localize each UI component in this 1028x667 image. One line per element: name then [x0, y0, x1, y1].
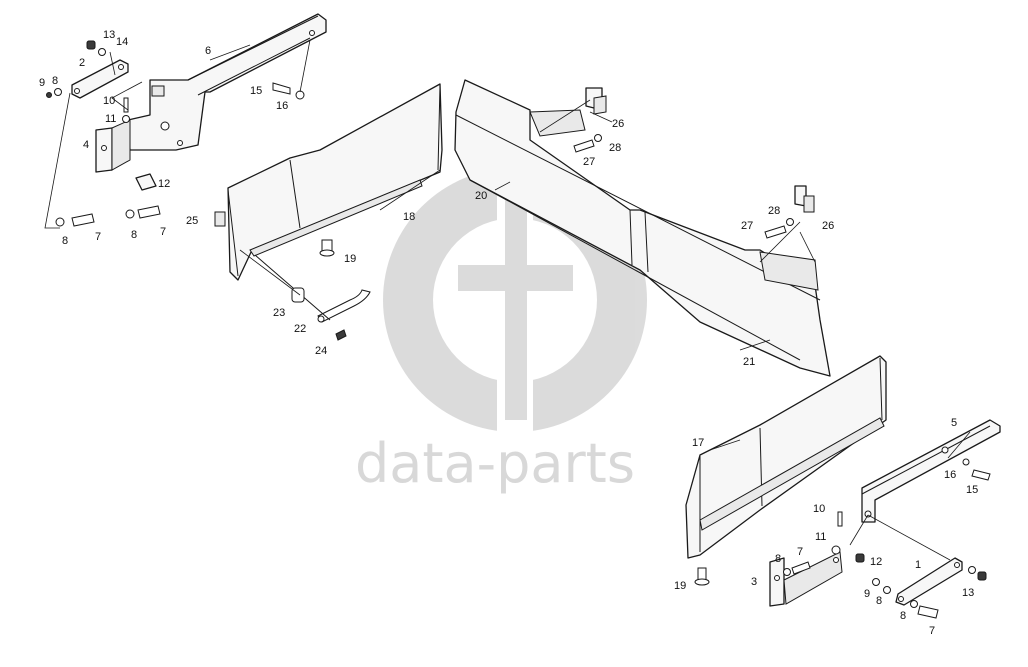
part-22-23-24-hose	[254, 254, 371, 341]
callout-25: 25	[186, 215, 198, 227]
callout-7-left-a: 7	[95, 231, 101, 243]
watermark-text: data-parts	[355, 432, 635, 495]
callout-11-right: 11	[815, 531, 826, 543]
callout-28-right: 28	[768, 205, 780, 217]
callout-15-top: 15	[250, 85, 262, 97]
callout-12-right: 12	[870, 556, 882, 568]
callout-19-right: 19	[674, 580, 686, 592]
callout-19-left: 19	[344, 253, 356, 265]
part-20-21-panel	[454, 79, 831, 377]
callout-27-right: 27	[741, 220, 753, 232]
part-6-bracket	[127, 13, 327, 151]
callout-7-left-b: 7	[160, 226, 166, 238]
callout-8-right-b: 8	[900, 610, 906, 622]
callout-3: 3	[751, 576, 757, 588]
callout-26-top: 26	[612, 118, 624, 130]
callout-8-left-b: 8	[131, 229, 137, 241]
callout-9-top-left: 9	[39, 77, 45, 89]
callout-21: 21	[743, 356, 755, 368]
callout-24: 24	[315, 345, 327, 357]
callout-16-right: 16	[944, 469, 956, 481]
callout-18: 18	[403, 211, 415, 223]
callout-4: 4	[83, 139, 89, 151]
part-3-bracket	[769, 551, 843, 607]
callout-17: 17	[692, 437, 704, 449]
hardware-group	[46, 40, 991, 619]
callout-16-top: 16	[276, 100, 288, 112]
callout-7-right: 7	[929, 625, 935, 637]
leader-lines	[44, 39, 971, 561]
callout-15-right: 15	[966, 484, 978, 496]
part-1-bar	[895, 557, 963, 606]
callout-10-right: 10	[813, 503, 825, 515]
callout-13-top-left: 13	[103, 29, 115, 41]
callout-12-top: 12	[158, 178, 170, 190]
callout-7-lower: 7	[797, 546, 803, 558]
callout-8-right-a: 8	[876, 595, 882, 607]
callout-8-top-left: 8	[52, 75, 58, 87]
callout-1: 1	[915, 559, 921, 571]
callout-22: 22	[294, 323, 306, 335]
callout-labels: 13 14 6 2 9 8 15 16 10 11 4 12 8 7 8 7 2…	[39, 29, 978, 637]
callout-20: 20	[475, 190, 487, 202]
callout-8-lower: 8	[775, 553, 781, 565]
callout-14: 14	[116, 36, 128, 48]
part-18-panel	[214, 83, 443, 281]
callout-8-left-a: 8	[62, 235, 68, 247]
callout-10-top: 10	[103, 95, 115, 107]
callout-26-right: 26	[822, 220, 834, 232]
callout-2: 2	[79, 57, 85, 69]
part-17-panel	[685, 355, 887, 559]
callout-23: 23	[273, 307, 285, 319]
callout-6: 6	[205, 45, 211, 57]
callout-11-top: 11	[105, 113, 116, 125]
callout-13-right: 13	[962, 587, 974, 599]
part-4-bracket	[95, 119, 131, 173]
callout-28-top: 28	[609, 142, 621, 154]
callout-9-right: 9	[864, 588, 870, 600]
callout-27-top: 27	[583, 156, 595, 168]
callout-5: 5	[951, 417, 957, 429]
part-12-clip-nut	[135, 173, 157, 191]
